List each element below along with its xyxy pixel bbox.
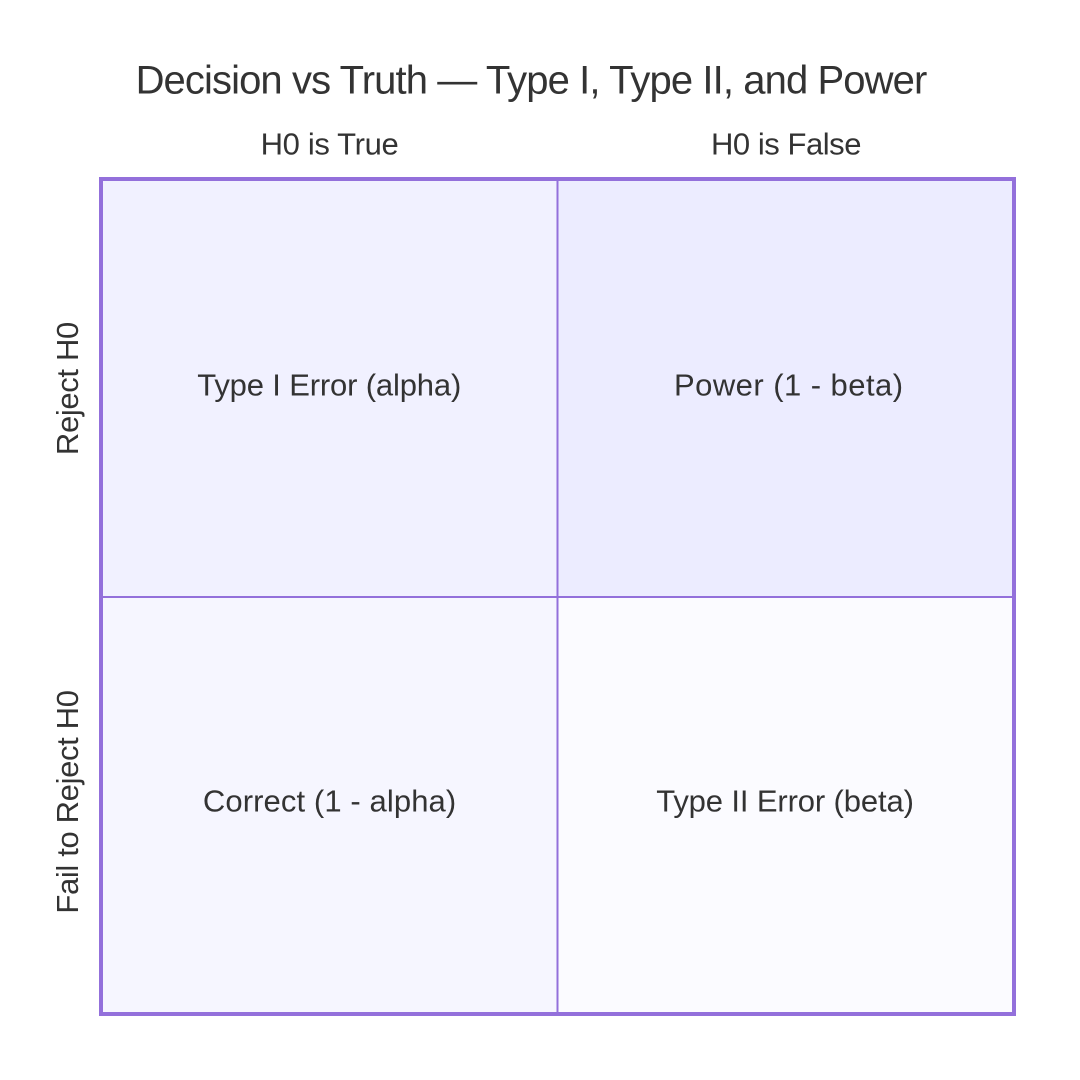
svg-text:Reject H0: Reject H0 — [50, 322, 85, 455]
svg-text:Power (1 - beta): Power (1 - beta) — [674, 367, 903, 402]
svg-text:Correct (1 - alpha): Correct (1 - alpha) — [203, 784, 456, 819]
svg-text:H0 is True: H0 is True — [261, 127, 399, 162]
svg-text:H0 is False: H0 is False — [711, 127, 861, 162]
svg-text:Type II Error (beta): Type II Error (beta) — [656, 784, 914, 819]
svg-text:Type I Error (alpha): Type I Error (alpha) — [197, 367, 461, 402]
svg-text:Decision vs Truth — Type I, Ty: Decision vs Truth — Type I, Type II, and… — [136, 59, 927, 103]
svg-text:Fail to Reject H0: Fail to Reject H0 — [50, 690, 85, 913]
